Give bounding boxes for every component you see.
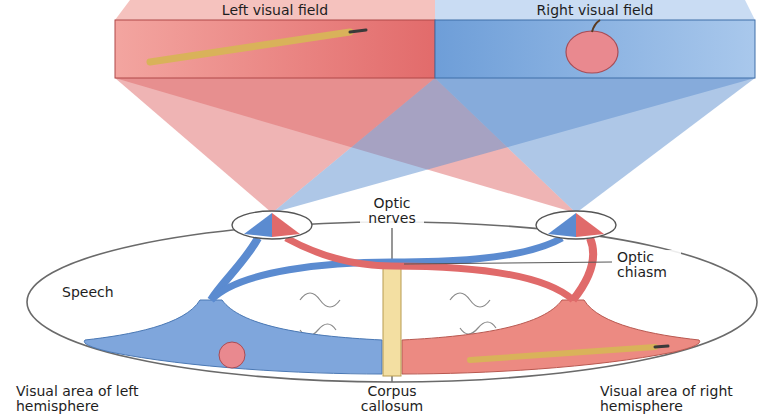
retina-image: [272, 213, 300, 237]
retina-image: [576, 213, 604, 237]
left-visual-area: [84, 300, 382, 374]
part-label: Optic chiasm: [615, 250, 681, 280]
part-label: Corpus callosum: [354, 384, 430, 414]
field-heading: Right visual field: [435, 0, 755, 18]
apple: [219, 342, 245, 368]
field-heading: Left visual field: [115, 0, 435, 18]
pencil: [150, 32, 350, 62]
eye: [232, 211, 312, 239]
optic-tract: [573, 238, 593, 300]
gyrus: [300, 293, 340, 307]
retina-image: [244, 213, 272, 237]
visual-field-panel: Right visual field: [435, 0, 755, 78]
part-label: Speech: [60, 285, 130, 300]
field-top-face: [435, 0, 755, 20]
gyrus: [450, 293, 490, 307]
pencil-tip: [350, 30, 366, 32]
retina-image: [548, 213, 576, 237]
brain-outline: [27, 222, 757, 382]
field-top-face: [115, 0, 435, 20]
leader-line: [404, 262, 612, 264]
part-label: Visual area of right hemisphere: [598, 384, 738, 414]
right-visual-area: [402, 300, 700, 374]
field-front-face: [115, 20, 435, 78]
apple: [566, 31, 618, 73]
field-front-face: [435, 20, 755, 78]
apple-stem: [592, 20, 600, 32]
optic-tract: [286, 238, 573, 300]
part-label: Optic nerves: [360, 196, 424, 226]
light-cone: [435, 78, 755, 213]
light-cone: [272, 78, 755, 213]
pencil-tip: [655, 346, 668, 347]
corpus-callosum: [383, 268, 401, 376]
part-label: Visual area of left hemisphere: [14, 384, 144, 414]
visual-field-panel: Left visual field: [115, 0, 435, 78]
eye: [536, 211, 616, 239]
pencil: [470, 347, 655, 360]
